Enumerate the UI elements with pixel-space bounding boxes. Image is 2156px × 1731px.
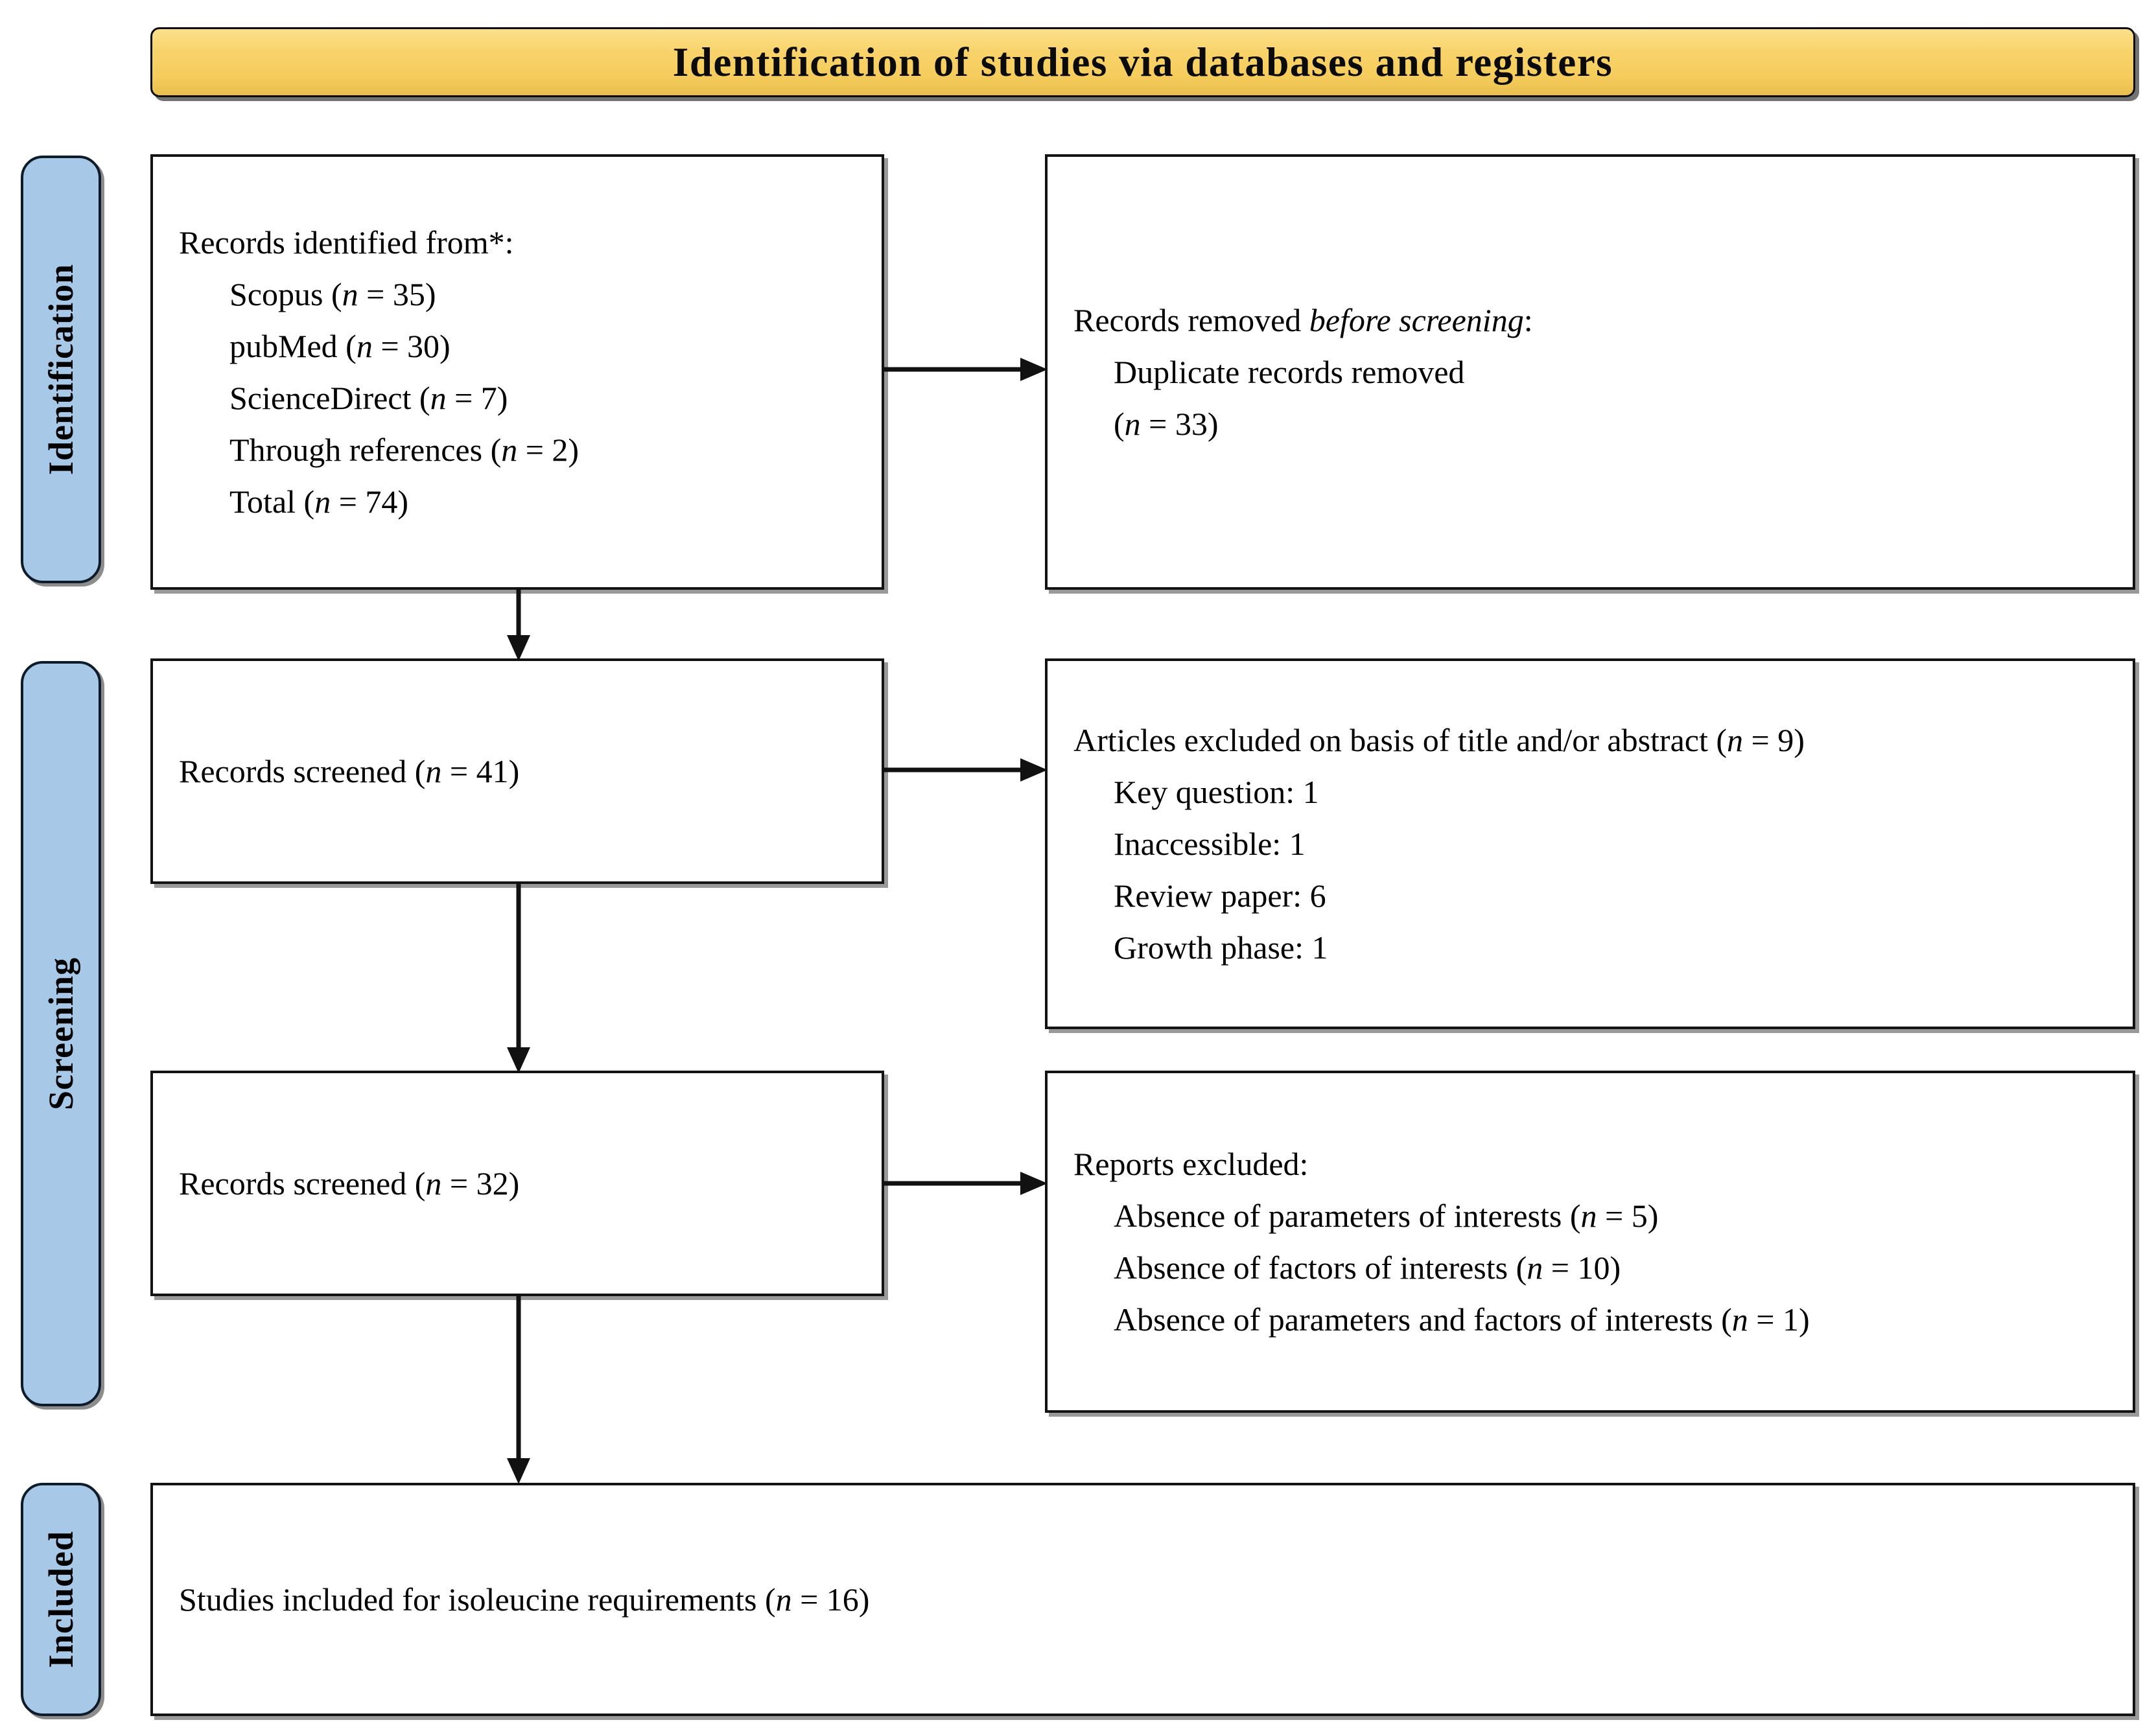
reports-excluded-heading: Reports excluded: [1073,1146,1309,1182]
arrow-screened41-to-screened32 [499,881,538,1076]
arrow-screened32-to-included [499,1294,538,1488]
box-reports-excluded: Reports excluded: Absence of parameters … [1045,1071,2135,1413]
records-removed-item-duplicates: Duplicate records removed [1114,354,1465,390]
records-identified-item-pubmed: pubMed (n = 30) [229,328,451,364]
box-records-screened-41: Records screened (n = 41) [150,658,884,884]
records-screened-41-text: Records screened (n = 41) [179,753,520,789]
box-records-identified: Records identified from*: Scopus (n = 35… [150,154,884,590]
records-identified-item-sciencedirect: ScienceDirect (n = 7) [229,380,508,416]
box-articles-excluded-title-abstract: Articles excluded on basis of title and/… [1045,658,2135,1029]
records-removed-heading-italic: before screening [1309,302,1524,338]
reports-excluded-item-parameters: Absence of parameters of interests (n = … [1114,1198,1659,1234]
records-removed-heading: Records removed before screening: [1073,294,2107,346]
stage-label-identification: Identification [21,156,101,583]
box-studies-included: Studies included for isoleucine requirem… [150,1483,2135,1716]
articles-excluded-heading: Articles excluded on basis of title and/… [1073,722,1805,758]
box-records-screened-32: Records screened (n = 32) [150,1071,884,1296]
articles-excluded-item-key-question: Key question: 1 [1114,774,1319,810]
studies-included-text: Studies included for isoleucine requirem… [179,1581,870,1618]
stage-label-screening: Screening [21,661,101,1406]
records-removed-heading-suffix: : [1523,302,1533,338]
articles-excluded-item-inaccessible: Inaccessible: 1 [1114,826,1306,862]
records-screened-32-text: Records screened (n = 32) [179,1165,520,1202]
records-identified-item-scopus: Scopus (n = 35) [229,276,436,312]
reports-excluded-item-factors: Absence of factors of interests (n = 10) [1114,1249,1621,1286]
arrow-identified-to-removed [882,350,1051,389]
records-identified-item-references: Through references (n = 2) [229,432,580,468]
stage-label-identification-text: Identification [41,263,81,476]
diagram-title-text: Identification of studies via databases … [672,39,1613,85]
records-identified-heading: Records identified from*: [179,224,514,261]
records-removed-heading-plain: Records removed [1073,302,1309,338]
stage-label-screening-text: Screening [41,957,80,1110]
stage-label-included-text: Included [41,1530,80,1669]
records-removed-item-count: (n = 33) [1114,406,1219,442]
records-identified-total: Total (n = 74) [229,483,409,520]
articles-excluded-item-review-paper: Review paper: 6 [1114,877,1326,914]
arrow-identified-to-screened41 [499,587,538,664]
arrow-screened32-to-reports [882,1164,1051,1203]
box-records-removed: Records removed before screening: Duplic… [1045,154,2135,590]
diagram-title-banner: Identification of studies via databases … [150,27,2135,97]
articles-excluded-item-growth-phase: Growth phase: 1 [1114,929,1328,966]
stage-label-included: Included [21,1483,101,1716]
arrow-screened41-to-excluded [882,750,1051,789]
reports-excluded-item-parameters-and-factors: Absence of parameters and factors of int… [1114,1301,1810,1338]
